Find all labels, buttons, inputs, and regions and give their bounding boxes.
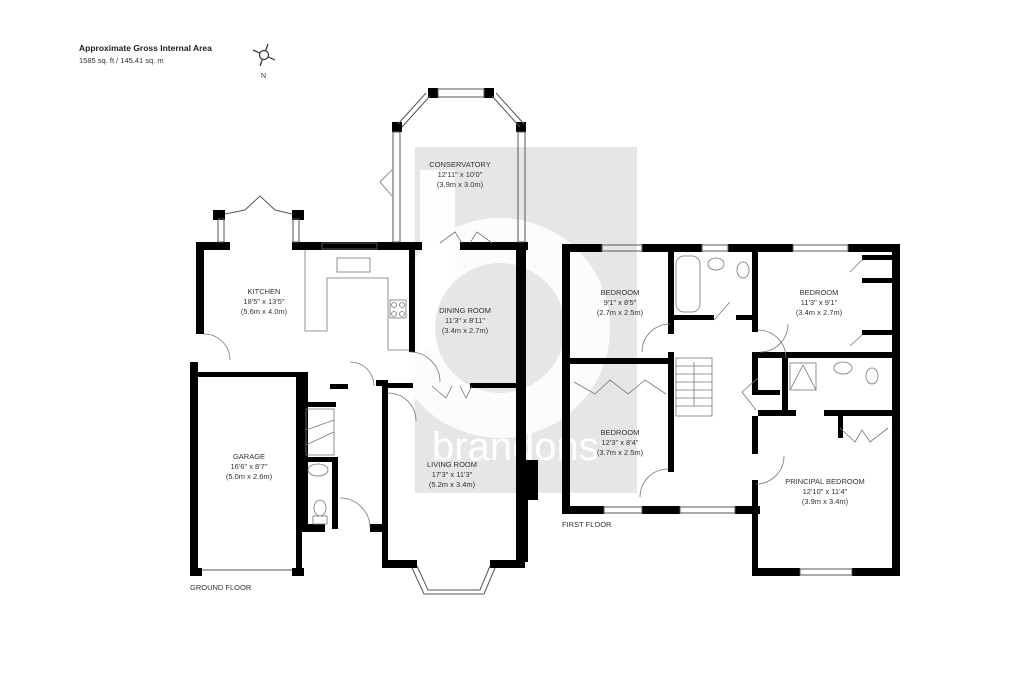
svg-text:LIVING ROOM: LIVING ROOM bbox=[427, 460, 477, 469]
svg-text:(5.6m x 4.0m): (5.6m x 4.0m) bbox=[241, 307, 288, 316]
svg-text:(3.7m x 2.5m): (3.7m x 2.5m) bbox=[597, 448, 644, 457]
ground-floor-fixtures bbox=[203, 169, 493, 529]
svg-text:BEDROOM: BEDROOM bbox=[800, 288, 839, 297]
svg-text:12'11" x 10'0": 12'11" x 10'0" bbox=[438, 170, 483, 179]
room-principal-bedroom: PRINCIPAL BEDROOM 12'10" x 11'4" (3.9m x… bbox=[785, 477, 865, 506]
room-dining-room: DINING ROOM 11'3" x 8'11" (3.4m x 2.7m) bbox=[439, 306, 491, 335]
room-garage: GARAGE 16'6" x 8'7" (5.0m x 2.6m) bbox=[226, 452, 273, 481]
room-kitchen: KITCHEN 18'5" x 13'5" (5.6m x 4.0m) bbox=[241, 287, 288, 316]
svg-text:KITCHEN: KITCHEN bbox=[248, 287, 281, 296]
svg-text:(3.4m x 2.7m): (3.4m x 2.7m) bbox=[796, 308, 843, 317]
first-floor-fixtures bbox=[573, 255, 889, 498]
header: Approximate Gross Internal Area 1585 sq.… bbox=[79, 43, 212, 65]
svg-text:18'5" x 13'5": 18'5" x 13'5" bbox=[243, 297, 284, 306]
svg-text:12'10" x 11'4": 12'10" x 11'4" bbox=[803, 487, 848, 496]
room-bedroom-3: BEDROOM 11'3" x 9'1" (3.4m x 2.7m) bbox=[796, 288, 843, 317]
svg-text:11'3" x 9'1": 11'3" x 9'1" bbox=[801, 298, 838, 307]
room-bedroom-4: BEDROOM 12'3" x 8'4" (3.7m x 2.5m) bbox=[597, 428, 644, 457]
watermark: brandons bbox=[390, 147, 637, 493]
area-value: 1585 sq. ft / 145.41 sq. m bbox=[79, 56, 164, 65]
room-conservatory: CONSERVATORY 12'11" x 10'0" (3.9m x 3.0m… bbox=[429, 160, 490, 189]
svg-text:(2.7m x 2.5m): (2.7m x 2.5m) bbox=[597, 308, 644, 317]
first-floor-label: FIRST FLOOR bbox=[562, 520, 612, 529]
ground-floor-label: GROUND FLOOR bbox=[190, 583, 252, 592]
room-bedroom-2: BEDROOM 9'1" x 8'5" (2.7m x 2.5m) bbox=[597, 288, 644, 317]
svg-text:17'3" x 11'3": 17'3" x 11'3" bbox=[432, 470, 473, 479]
svg-text:16'6" x 8'7": 16'6" x 8'7" bbox=[231, 462, 268, 471]
svg-text:PRINCIPAL BEDROOM: PRINCIPAL BEDROOM bbox=[785, 477, 865, 486]
svg-text:11'3" x 8'11": 11'3" x 8'11" bbox=[445, 316, 485, 325]
area-title: Approximate Gross Internal Area bbox=[79, 43, 212, 53]
svg-text:BEDROOM: BEDROOM bbox=[601, 428, 640, 437]
svg-text:GARAGE: GARAGE bbox=[233, 452, 265, 461]
room-living-room: LIVING ROOM 17'3" x 11'3" (5.2m x 3.4m) bbox=[427, 460, 477, 489]
watermark-brand: brandons bbox=[432, 425, 599, 469]
svg-text:DINING ROOM: DINING ROOM bbox=[439, 306, 491, 315]
svg-text:12'3" x 8'4": 12'3" x 8'4" bbox=[602, 438, 639, 447]
svg-text:(3.9m x 3.0m): (3.9m x 3.0m) bbox=[437, 180, 484, 189]
ground-floor-windows bbox=[202, 88, 526, 595]
svg-text:(5.2m x 3.4m): (5.2m x 3.4m) bbox=[429, 480, 476, 489]
svg-text:(3.4m x 2.7m): (3.4m x 2.7m) bbox=[442, 326, 489, 335]
svg-text:(3.9m x 3.4m): (3.9m x 3.4m) bbox=[802, 497, 849, 506]
svg-text:9'1" x 8'5": 9'1" x 8'5" bbox=[604, 298, 637, 307]
compass-label: N bbox=[261, 73, 266, 80]
compass-north-icon: N bbox=[252, 43, 276, 80]
ground-floor-walls bbox=[190, 88, 538, 576]
svg-text:CONSERVATORY: CONSERVATORY bbox=[429, 160, 490, 169]
first-floor-windows bbox=[601, 244, 853, 576]
first-floor-walls bbox=[562, 244, 900, 576]
svg-text:BEDROOM: BEDROOM bbox=[601, 288, 640, 297]
svg-text:(5.0m x 2.6m): (5.0m x 2.6m) bbox=[226, 472, 273, 481]
